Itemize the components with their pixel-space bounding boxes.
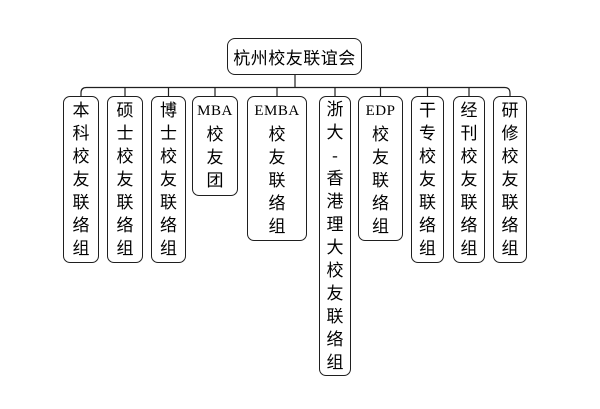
node-char: 友 (206, 148, 224, 167)
node-char: 络 (326, 330, 344, 349)
node-doctoral-alumni-group: 博士校友联络组 (151, 96, 186, 263)
node-char: 校 (372, 124, 389, 144)
node-edp-alumni-group: EDP 校友联络组 (358, 96, 403, 241)
node-char: 友 (116, 170, 134, 189)
node-char: 友 (160, 170, 177, 189)
node-char: 友 (72, 170, 90, 189)
node-char: 友 (326, 284, 344, 303)
node-char: MBA (197, 103, 233, 119)
node-char: 络 (72, 216, 90, 235)
node-char: 干 (419, 101, 436, 120)
node-char: 联 (326, 307, 344, 326)
node-char: 香 (326, 169, 344, 188)
node-char: 络 (268, 193, 286, 213)
node-char: 友 (501, 170, 519, 189)
bus-line (80, 86, 511, 96)
node-char: 校 (460, 147, 478, 166)
node-char: 组 (326, 353, 344, 372)
node-char: 校 (72, 147, 90, 166)
node-masters-alumni-group: 硕士校友联络组 (107, 96, 143, 263)
node-char: 士 (160, 124, 177, 143)
node-char: 联 (268, 170, 286, 190)
node-char: 理 (326, 215, 344, 234)
node-char: 科 (72, 124, 90, 143)
node-char: 组 (460, 239, 478, 258)
node-char: 络 (460, 216, 478, 235)
node-char: 本 (72, 101, 90, 120)
node-mba-alumni-group: MBA 校友团 (192, 96, 238, 196)
node-char: 络 (116, 216, 134, 235)
node-char: 联 (372, 170, 389, 190)
node-undergraduate-alumni-group: 本科校友联络组 (63, 96, 99, 263)
node-char: 大 (326, 238, 344, 257)
node-char: 团 (206, 171, 224, 190)
node-char: 组 (116, 239, 134, 258)
node-yanxiu-alumni-group: 研修校友联络组 (493, 96, 527, 263)
node-char: 友 (460, 170, 478, 189)
node-char: 络 (160, 216, 177, 235)
node-char: 组 (160, 239, 177, 258)
node-char: - (332, 146, 338, 165)
node-char: 博 (160, 101, 177, 120)
node-char: EMBA (254, 102, 300, 119)
node-char: 大 (326, 123, 344, 142)
node-zju-polyu-alumni-group: 浙大-香港理大校友联络组 (319, 96, 351, 376)
node-char: 校 (206, 125, 224, 144)
node-char: 络 (372, 193, 389, 213)
node-char: 校 (268, 124, 286, 144)
node-char: 校 (501, 147, 519, 166)
node-char: 友 (372, 147, 389, 167)
node-char: 研 (501, 101, 519, 120)
node-char: 联 (501, 193, 519, 212)
node-char: 组 (72, 239, 90, 258)
node-char: 港 (326, 192, 344, 211)
node-char: 联 (160, 193, 177, 212)
node-char: 组 (268, 216, 286, 236)
node-char: 刊 (460, 124, 478, 143)
node-char: 经 (460, 101, 478, 120)
node-char: 士 (116, 124, 134, 143)
node-char: 络 (501, 216, 519, 235)
node-char: 修 (501, 124, 519, 143)
node-char: 联 (460, 193, 478, 212)
node-char: 专 (419, 124, 436, 143)
node-char: 友 (268, 147, 286, 167)
node-char: 校 (160, 147, 177, 166)
node-root: 杭州校友联谊会 (227, 38, 362, 75)
node-char: 硕 (116, 101, 134, 120)
node-char: 联 (72, 193, 90, 212)
node-char: 校 (326, 261, 344, 280)
node-char: 组 (419, 239, 436, 258)
node-jingkan-alumni-group: 经刊校友联络组 (453, 96, 485, 263)
node-char: 组 (372, 216, 389, 236)
node-char: 联 (419, 193, 436, 212)
node-emba-alumni-group: EMBA 校友联络组 (247, 96, 307, 241)
node-char: 络 (419, 216, 436, 235)
node-root-label: 杭州校友联谊会 (233, 49, 356, 68)
node-char: 校 (116, 147, 134, 166)
node-char: 浙 (326, 100, 344, 119)
node-ganzhuan-alumni-group: 干专校友联络组 (411, 96, 444, 263)
node-char: EDP (365, 102, 396, 119)
child-stub-lines (124, 87, 470, 96)
node-char: 联 (116, 193, 134, 212)
node-char: 友 (419, 170, 436, 189)
node-char: 校 (419, 147, 436, 166)
node-char: 组 (501, 239, 519, 258)
